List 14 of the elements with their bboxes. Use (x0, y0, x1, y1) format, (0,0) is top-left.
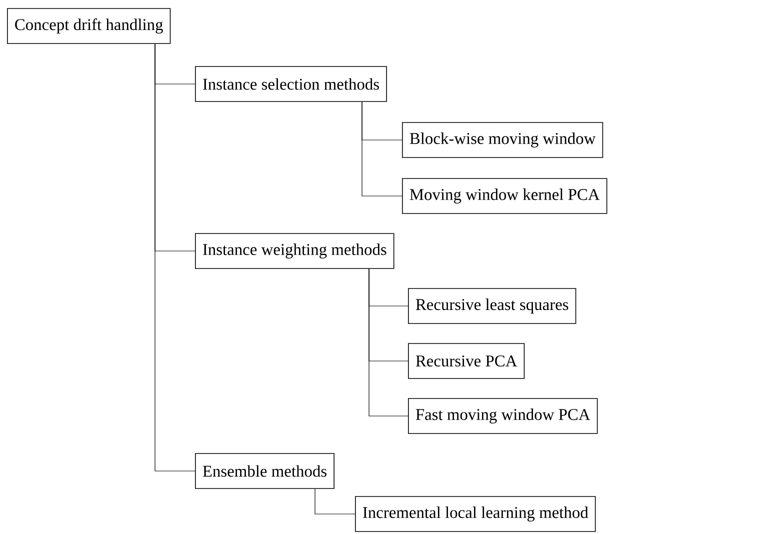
connector-line (362, 102, 402, 196)
text-box: Moving window kernel PCA (402, 178, 608, 214)
text-box: Fast moving window PCA (408, 398, 598, 434)
text-box: Ensemble methods (195, 453, 334, 489)
connector-line (368, 268, 408, 416)
text-box: Instance weighting methods (195, 233, 394, 269)
text-box: Concept drift handling (7, 8, 171, 44)
text-box: Recursive least squares (408, 288, 576, 324)
text-box: Instance selection methods (195, 66, 387, 102)
text-box: Block-wise moving window (402, 122, 604, 158)
text-box: Incremental local learning method (355, 496, 596, 532)
text-box: Recursive PCA (408, 343, 525, 379)
connector-line (154, 44, 196, 472)
connector-line (314, 488, 356, 514)
